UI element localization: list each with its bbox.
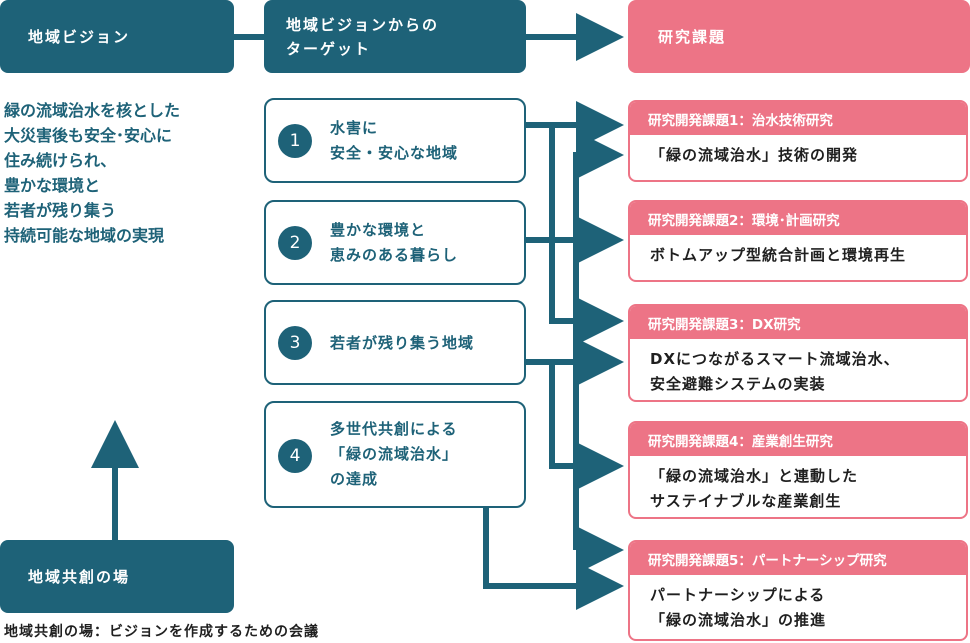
research-topic-title-5: 研究開発課題5：パートナーシップ研究 <box>630 542 966 575</box>
research-topic-title-1: 研究開発課題1：治水技術研究 <box>630 102 966 135</box>
target-number-3: 3 <box>278 326 312 360</box>
research-topic-body-1: 「緑の流域治水」技術の開発 <box>650 146 859 164</box>
research-topic-3: 研究開発課題3：DX研究 DXにつながるスマート流域治水、 安全避難システムの実… <box>628 304 968 402</box>
target-3: 3 若者が残り集う地域 <box>264 300 526 385</box>
research-topic-body-5: パートナーシップによる 「緑の流域治水」の推進 <box>650 586 827 629</box>
research-topic-body-3: DXにつながるスマート流域治水、 安全避難システムの実装 <box>650 350 900 393</box>
vision-header-label: 地域ビジョン <box>28 28 131 46</box>
research-topic-5: 研究開発課題5：パートナーシップ研究 パートナーシップによる 「緑の流域治水」の… <box>628 540 968 641</box>
target-text-1: 水害に 安全・安心な地域 <box>330 119 459 162</box>
target-number-2: 2 <box>278 226 312 260</box>
cocreation-label: 地域共創の場 <box>28 568 131 586</box>
research-topic-body-4: 「緑の流域治水」と連動した サステイナブルな産業創生 <box>650 467 859 510</box>
target-text-3: 若者が残り集う地域 <box>330 334 475 352</box>
research-header-label: 研究課題 <box>658 28 727 46</box>
research-topic-1: 研究開発課題1：治水技術研究 「緑の流域治水」技術の開発 <box>628 100 968 182</box>
targets-header-line2: ターゲット <box>286 39 372 58</box>
target-1: 1 水害に 安全・安心な地域 <box>264 98 526 183</box>
footer-note: 地域共創の場：ビジョンを作成するための会議 <box>4 624 319 640</box>
targets-header-line1: 地域ビジョンからの <box>286 15 440 34</box>
research-topic-body-2: ボトムアップ型統合計画と環境再生 <box>650 246 907 264</box>
research-topic-2: 研究開発課題2：環境･計画研究 ボトムアップ型統合計画と環境再生 <box>628 200 968 282</box>
cocreation-box: 地域共創の場 <box>0 540 234 613</box>
research-topic-title-3: 研究開発課題3：DX研究 <box>630 306 966 339</box>
research-topic-4: 研究開発課題4：産業創生研究 「緑の流域治水」と連動した サステイナブルな産業創… <box>628 421 968 519</box>
target-number-1: 1 <box>278 124 312 158</box>
research-topic-title-2: 研究開発課題2：環境･計画研究 <box>630 202 966 235</box>
target-text-4: 多世代共創による 「緑の流域治水」 の達成 <box>330 420 459 488</box>
target-number-4: 4 <box>278 439 312 473</box>
target-4: 4 多世代共創による 「緑の流域治水」 の達成 <box>264 401 526 508</box>
research-topic-title-4: 研究開発課題4：産業創生研究 <box>630 423 966 456</box>
target-2: 2 豊かな環境と 恵みのある暮らし <box>264 200 526 285</box>
vision-header: 地域ビジョン <box>0 0 234 73</box>
targets-header: 地域ビジョンからの ターゲット <box>264 0 526 73</box>
vision-statement: 緑の流域治水を核とした 大災害後も安全･安心に 住み続けられ、 豊かな環境と 若… <box>4 101 181 245</box>
research-header: 研究課題 <box>628 0 970 73</box>
target-text-2: 豊かな環境と 恵みのある暮らし <box>330 221 459 264</box>
